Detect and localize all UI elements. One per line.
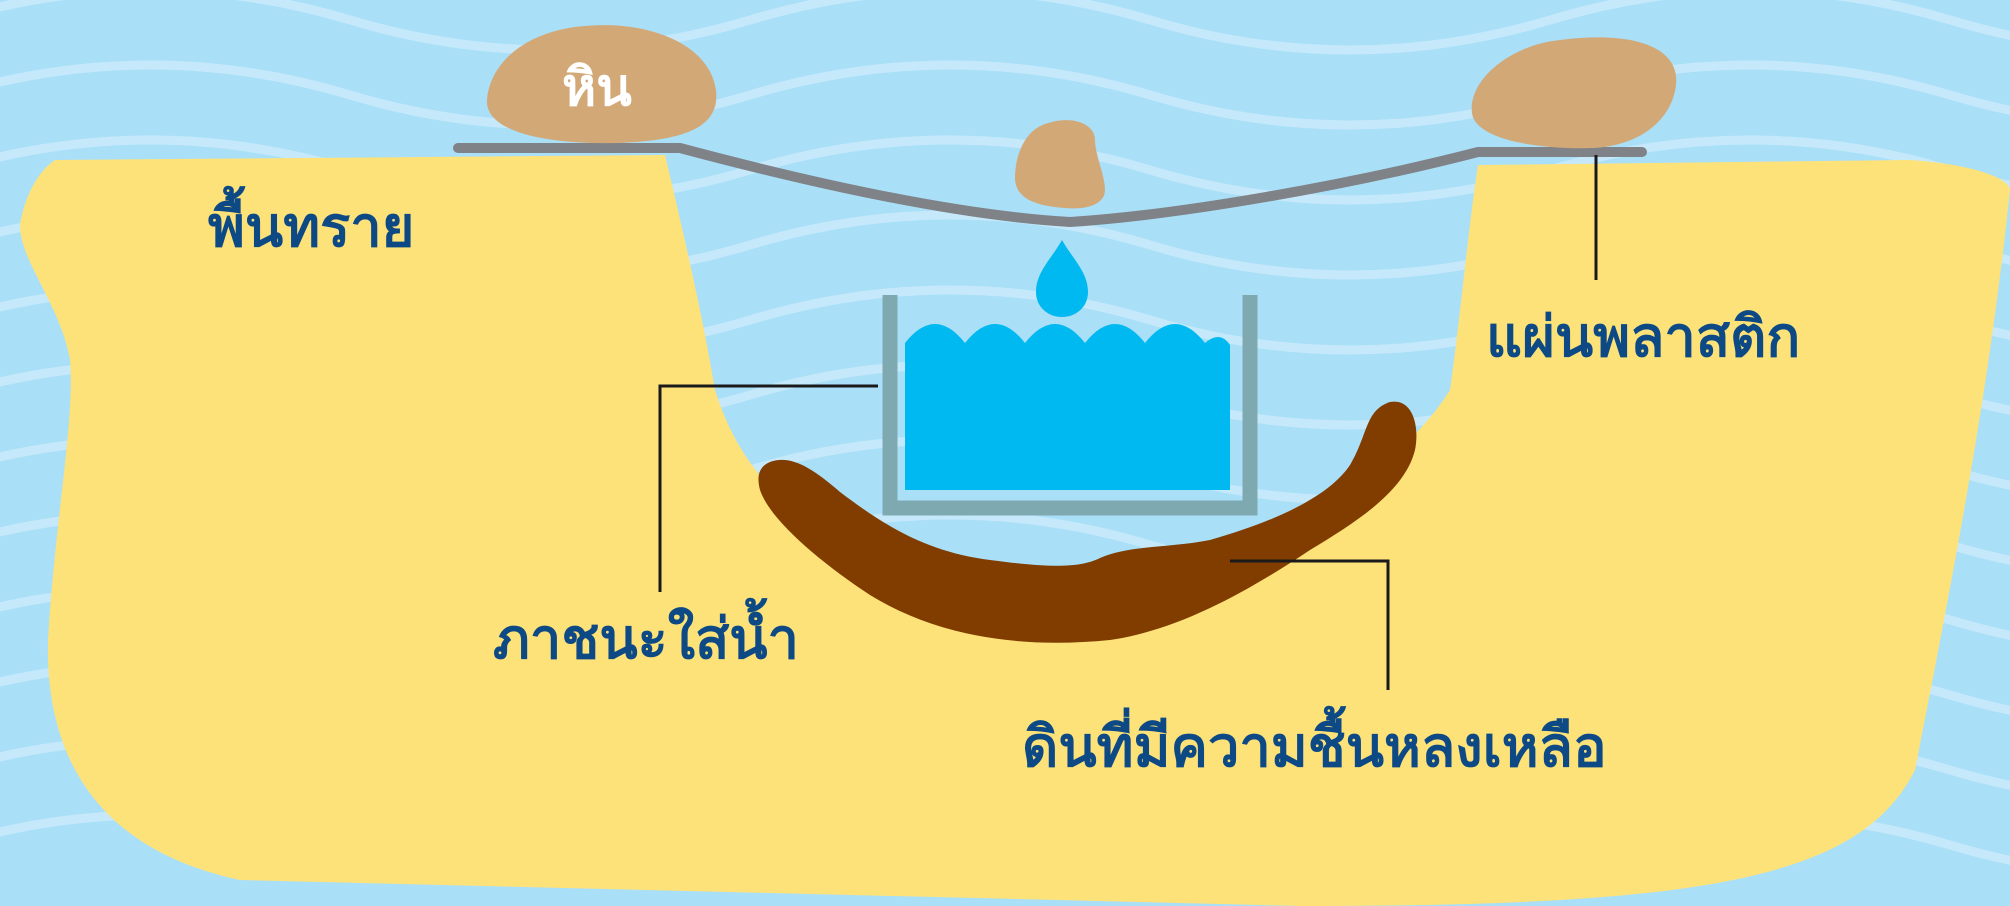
label-moist-soil: ดินที่มีความชื้นหลงเหลือ [1022, 715, 1607, 780]
water-drop-icon [1036, 240, 1088, 317]
rock-right [1471, 37, 1677, 149]
leader-line-soil [1230, 559, 1390, 690]
label-sand-floor: พื้นทราย [208, 195, 415, 260]
label-water-container: ภาชนะใส่น้ำ [493, 607, 799, 672]
water-container [882, 295, 1258, 516]
moist-soil [758, 401, 1417, 643]
sand-ground [20, 155, 2010, 906]
label-rock: หิน [562, 58, 632, 118]
leader-lines [658, 155, 1598, 690]
leader-line-container [658, 384, 878, 592]
rock-center [1015, 120, 1105, 209]
rock-left [486, 25, 717, 144]
plastic-sheet [453, 143, 1647, 227]
label-plastic-sheet: แผ่นพลาสติก [1486, 305, 1801, 370]
